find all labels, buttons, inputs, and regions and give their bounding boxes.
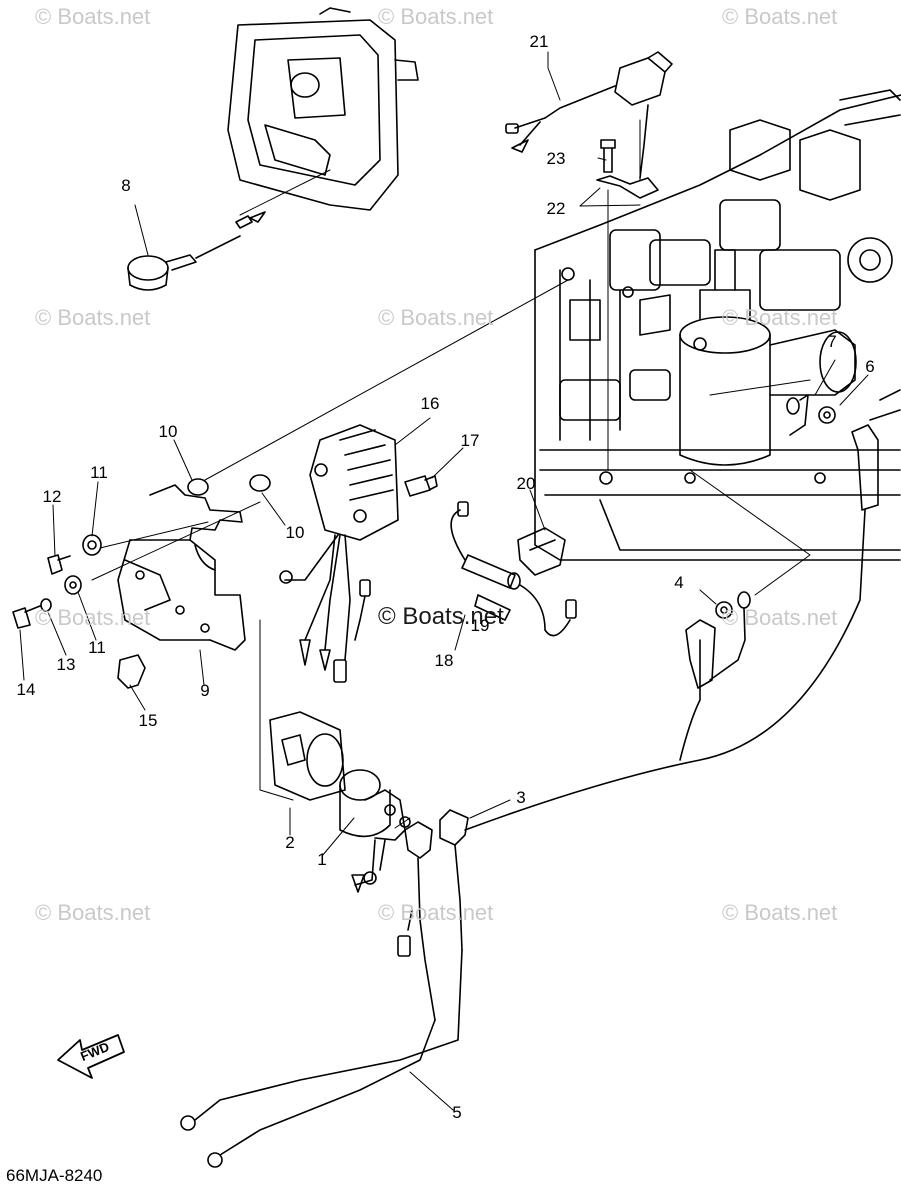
clip-15 (117, 654, 146, 689)
callout-18: 18 (434, 651, 454, 670)
callout-11-lower: 11 (88, 638, 106, 657)
engine-stop-switch (127, 211, 266, 291)
callout-11-upper: 11 (90, 463, 108, 482)
clamp-20 (517, 527, 566, 576)
terminals-4-6-7 (709, 394, 879, 681)
bolt-23-clamp-22 (596, 104, 659, 199)
callout-9: 9 (200, 681, 210, 700)
callout-15: 15 (138, 711, 158, 730)
watermark: © Boats.net (378, 900, 494, 925)
switch-cover (227, 7, 419, 211)
watermark: © Boats.net (35, 605, 151, 630)
sensor-21 (505, 51, 673, 153)
watermark: © Boats.net (378, 4, 494, 29)
callout-21: 21 (529, 32, 549, 51)
callout-7: 7 (827, 332, 837, 351)
watermark: © Boats.net (722, 305, 838, 330)
fwd-arrow (57, 1034, 125, 1079)
callout-16: 16 (420, 394, 440, 413)
leader-lines (19, 51, 869, 1111)
callout-4: 4 (674, 573, 684, 592)
rectifier-16 (279, 424, 399, 683)
callout-8: 8 (121, 176, 131, 195)
callout-3: 3 (516, 788, 526, 807)
watermark: © Boats.net (378, 603, 504, 630)
callout-6: 6 (865, 357, 875, 376)
callout-17: 17 (460, 431, 480, 450)
callout-10-upper: 10 (158, 422, 178, 441)
callout-14: 14 (16, 680, 36, 699)
watermark: © Boats.net (722, 4, 838, 29)
engine-block (534, 89, 901, 561)
starter-relay-1 (339, 769, 411, 893)
callout-12: 12 (42, 487, 62, 506)
watermark: © Boats.net (35, 305, 151, 330)
callout-1: 1 (317, 850, 327, 869)
watermark: © Boats.net (378, 305, 494, 330)
relay-2 (269, 711, 346, 801)
battery-cables-3-5 (180, 509, 866, 1168)
grommets-and-bolts (12, 474, 271, 629)
electrical-bracket-9 (117, 484, 246, 651)
callout-19: 19 (470, 616, 490, 635)
watermark: © Boats.net (35, 900, 151, 925)
callout-5: 5 (452, 1103, 462, 1122)
callout-13: 13 (56, 655, 76, 674)
callout-2: 2 (285, 833, 295, 852)
fuse-holder-18-19 (450, 501, 577, 637)
callout-10-lower: 10 (285, 523, 305, 542)
watermark: © Boats.net (35, 4, 151, 29)
callout-22: 22 (546, 199, 566, 218)
bolt-17 (404, 475, 438, 497)
callout-20: 20 (516, 474, 536, 493)
diagram-code: 66MJA-8240 (6, 1166, 103, 1185)
starter-motor (679, 249, 857, 466)
callout-23: 23 (546, 149, 566, 168)
watermark: © Boats.net (722, 605, 838, 630)
watermark: © Boats.net (722, 900, 838, 925)
